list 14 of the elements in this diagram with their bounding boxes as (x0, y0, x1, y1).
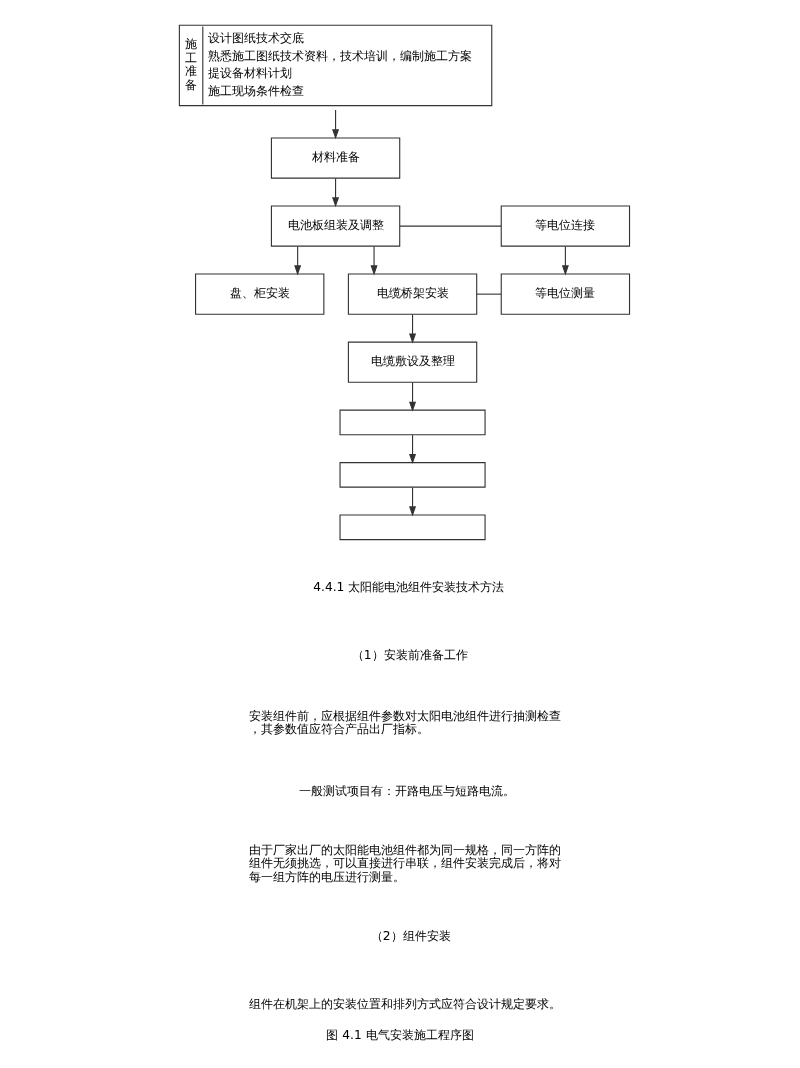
arrow (409, 487, 417, 517)
arrow (409, 314, 417, 344)
arrow (370, 245, 378, 276)
connector (476, 293, 502, 295)
arrow (332, 177, 340, 208)
arrow (561, 245, 569, 276)
node-box (339, 409, 486, 436)
node-box (339, 514, 486, 541)
arrow (409, 434, 417, 464)
arrow (332, 109, 340, 140)
arrow (294, 245, 302, 276)
arrow (409, 382, 417, 412)
node-box (339, 462, 486, 488)
connector (399, 225, 502, 227)
